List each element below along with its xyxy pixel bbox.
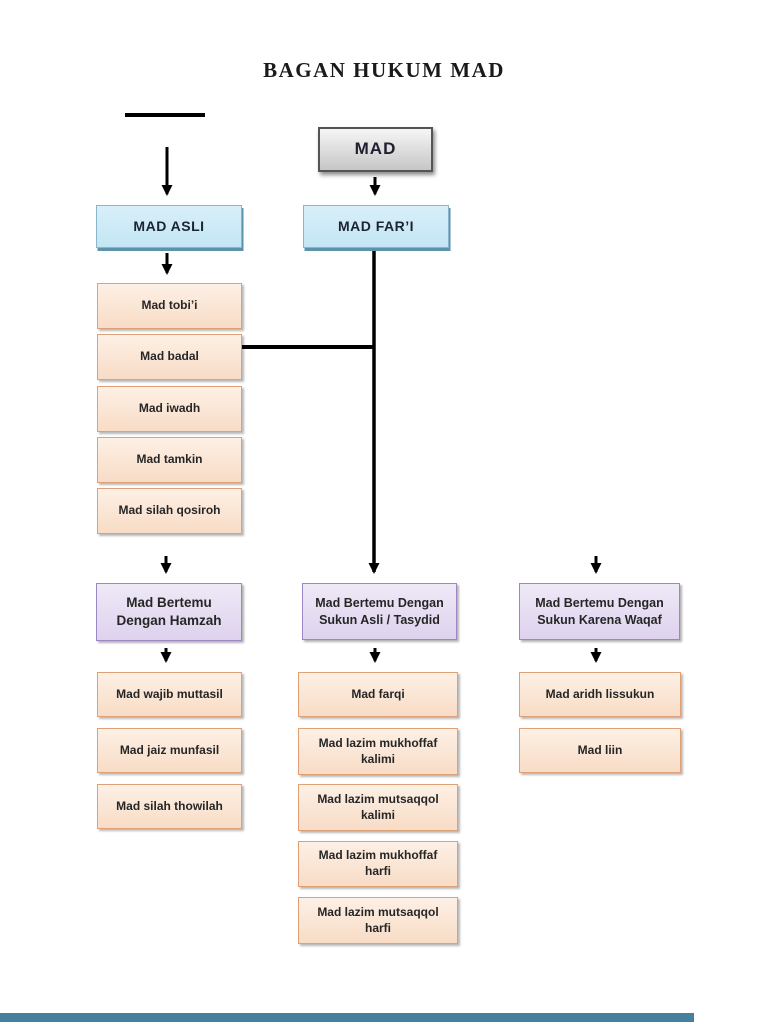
node-mad-lazim-mutsaqqol-harfi: Mad lazim mutsaqqol harfi [298, 897, 458, 944]
node-mad-aridh-lissukun: Mad aridh lissukun [519, 672, 681, 717]
node-mad-farqi: Mad farqi [298, 672, 458, 717]
node-mad-liin: Mad liin [519, 728, 681, 773]
node-mad-lazim-mukhoffaf-harfi: Mad lazim mukhoffaf harfi [298, 841, 458, 887]
node-mad-silah-thowilah: Mad silah thowilah [97, 784, 242, 829]
node-group-sukun-waqaf: Mad Bertemu Dengan Sukun Karena Waqaf [519, 583, 680, 640]
node-mad-tamkin: Mad tamkin [97, 437, 242, 483]
node-mad-lazim-mukhoffaf-kalimi: Mad lazim mukhoffaf kalimi [298, 728, 458, 775]
node-mad-tobii: Mad tobi’i [97, 283, 242, 329]
node-mad-asli: MAD ASLI [96, 205, 242, 248]
node-mad-wajib-muttasil: Mad wajib muttasil [97, 672, 242, 717]
node-mad-silah-qosiroh: Mad silah qosiroh [97, 488, 242, 534]
node-mad-jaiz-munfasil: Mad jaiz munfasil [97, 728, 242, 773]
node-mad-lazim-mutsaqqol-kalimi: Mad lazim mutsaqqol kalimi [298, 784, 458, 831]
node-mad: MAD [318, 127, 433, 172]
page-title: BAGAN HUKUM MAD [263, 58, 505, 82]
node-mad-fari: MAD FAR’I [303, 205, 449, 248]
node-mad-badal: Mad badal [97, 334, 242, 380]
node-group-sukun-asli: Mad Bertemu Dengan Sukun Asli / Tasydid [302, 583, 457, 640]
footer-bar [0, 1013, 694, 1022]
node-group-hamzah: Mad Bertemu Dengan Hamzah [96, 583, 242, 641]
node-mad-iwadh: Mad iwadh [97, 386, 242, 432]
